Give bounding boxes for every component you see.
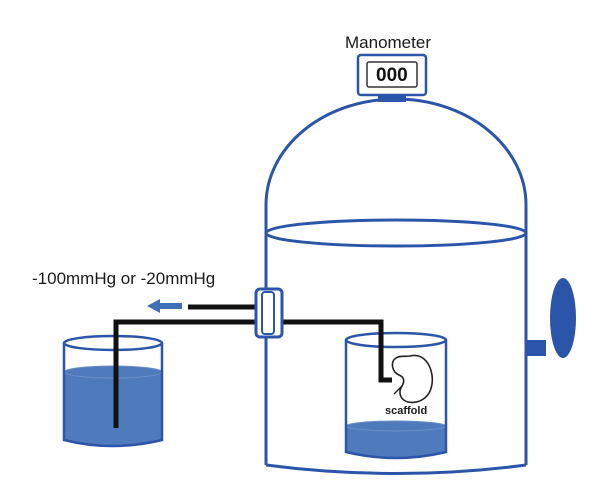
manometer-gauge: 000 bbox=[356, 53, 428, 102]
chamber-port bbox=[254, 287, 284, 339]
kidney-scaffold-icon bbox=[391, 354, 434, 404]
pressure-label: -100mmHg or -20mmHg bbox=[32, 269, 215, 288]
vacuum-direction-arrow bbox=[147, 299, 182, 313]
inner-beaker bbox=[344, 331, 448, 460]
bell-jar-dome bbox=[264, 97, 528, 233]
chamber-side-handle bbox=[526, 278, 576, 358]
scaffold-label: scaffold bbox=[385, 405, 427, 417]
transfer-tube bbox=[113, 319, 392, 428]
manometer-display: 000 bbox=[376, 65, 408, 86]
left-beaker bbox=[62, 334, 164, 448]
vacuum-chamber bbox=[264, 218, 528, 475]
manometer-title: Manometer bbox=[345, 33, 431, 52]
